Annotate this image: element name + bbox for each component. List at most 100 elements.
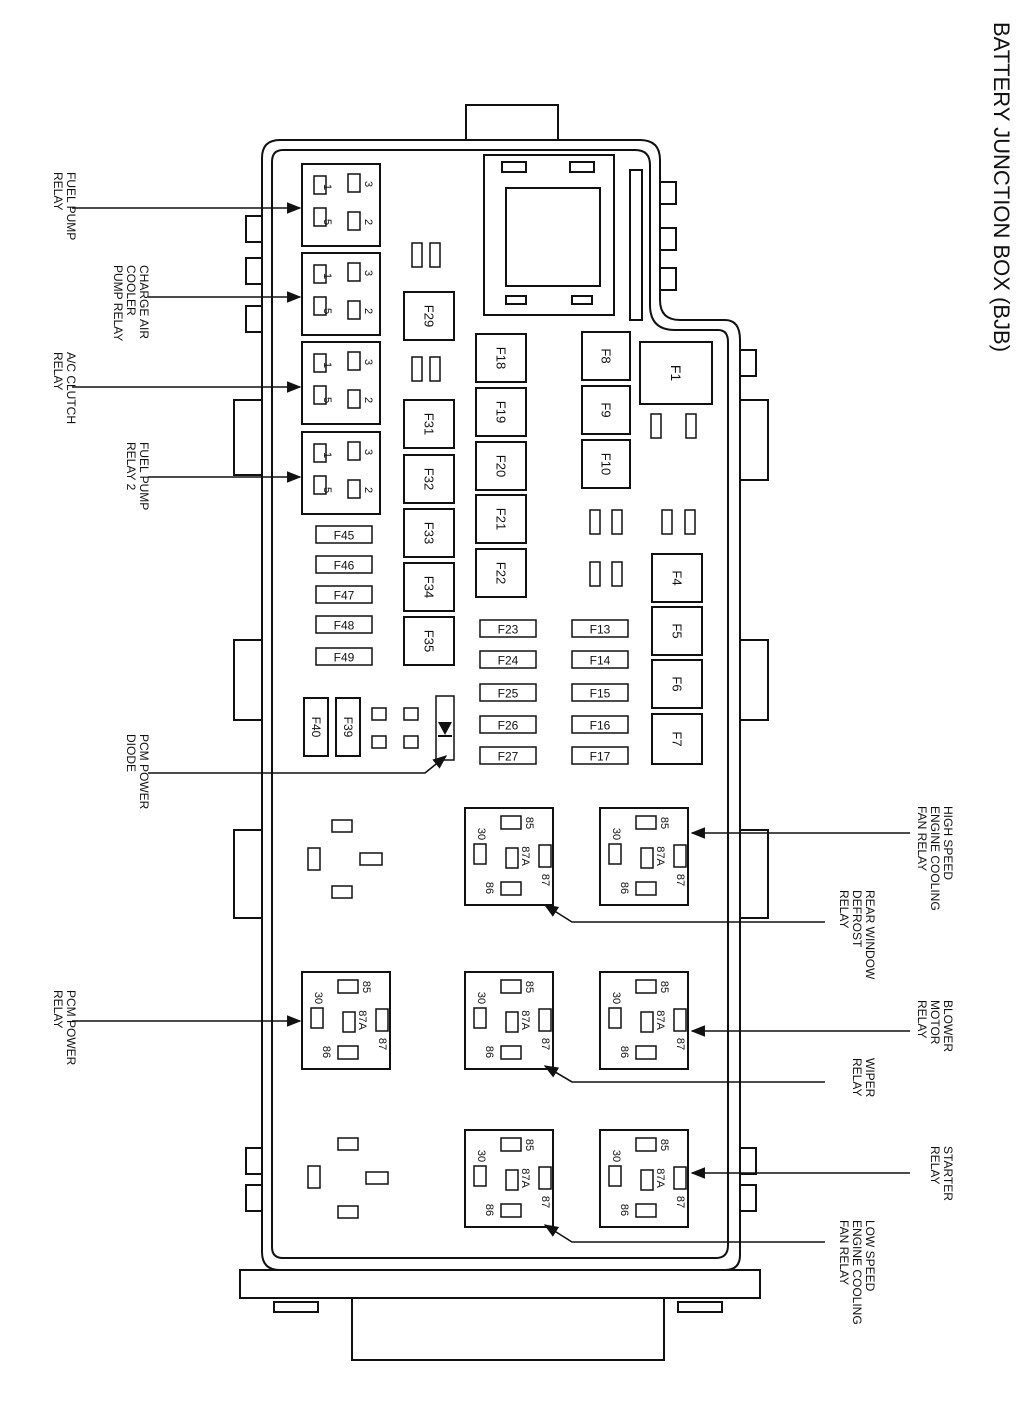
fuse-label: F24 [498, 654, 519, 668]
relay-pin-label: 86 [618, 1204, 630, 1216]
relay-pin-label: 85 [523, 981, 535, 993]
relay-pin-label: 87 [376, 1038, 388, 1050]
relay-pin-label: 85 [658, 1139, 670, 1151]
relay-pin-label: 85 [658, 817, 670, 829]
callout-rear-window-defrost-relay: REAR WINDOWDEFROSTRELAY [837, 890, 877, 980]
fuse-label: F20 [494, 455, 509, 477]
fuse-label: F6 [670, 676, 685, 691]
relay-pin-label: 87A [654, 1168, 666, 1188]
callout-low-speed-cooling-fan-relay: LOW SPEEDENGINE COOLINGFAN RELAY [837, 1220, 877, 1325]
fuse-label: F45 [334, 529, 355, 543]
fuse-f39: F39 [335, 697, 361, 757]
fuse-f7: F7 [651, 713, 703, 765]
spare-terminals [371, 242, 697, 749]
fuse-f46: F46 [315, 555, 373, 574]
fuse-label: F23 [498, 623, 519, 637]
fuse-f13: F13 [571, 619, 629, 638]
fuse-label: F5 [670, 623, 685, 638]
fuse-label: F17 [590, 750, 611, 764]
fuse-f48: F48 [315, 615, 373, 634]
callout-pcm-power-relay: PCM POWERRELAY [51, 990, 78, 1066]
fuse-label: F39 [341, 717, 355, 738]
callout-wiper-relay: WIPERRELAY [850, 1058, 877, 1098]
fuse-label: F25 [498, 687, 519, 701]
relay-pin-label: 87 [674, 1196, 686, 1208]
fuse-label: F10 [599, 453, 614, 475]
relay-pin-label: 30 [312, 992, 324, 1004]
relay-pin-label: 85 [523, 817, 535, 829]
fuse-label: F32 [422, 468, 437, 490]
fuse-label: F18 [494, 347, 509, 369]
fuse-f4: F4 [651, 553, 703, 603]
page-title: BATTERY JUNCTION BOX (BJB) [989, 22, 1014, 352]
relay-pin-label: 30 [475, 828, 487, 840]
callout-fuel-pump-relay-2: FUEL PUMPRELAY 2 [124, 442, 151, 510]
relay-pin-label: 5 [321, 308, 333, 314]
relay-pin-label: 30 [610, 992, 622, 1004]
fuse-label: F29 [422, 305, 437, 327]
relay-pin-label: 3 [362, 449, 374, 455]
fuse-f33: F33 [403, 508, 455, 558]
fuse-label: F49 [334, 651, 355, 665]
relay-pin-label: 85 [360, 981, 372, 993]
fuse-label: F14 [590, 654, 611, 668]
fuse-f8: F8 [581, 331, 631, 381]
fuse-f6: F6 [651, 659, 703, 709]
callout-pcm-power-diode: PCM POWERDIODE [124, 734, 151, 810]
relay-pin-label: 5 [321, 487, 333, 493]
fuse-f14: F14 [571, 650, 629, 669]
fuse-label: F13 [590, 623, 611, 637]
fuse-f25: F25 [479, 683, 537, 702]
relay-pin-label: 87A [356, 1010, 368, 1030]
relay-pin-label: 3 [362, 359, 374, 365]
relay-pin-label: 1 [321, 362, 333, 368]
relay-pin-label: 30 [610, 828, 622, 840]
fuse-label: F47 [334, 589, 355, 603]
empty-relay-socket-2 [307, 1137, 389, 1219]
fuse-f10: F10 [581, 439, 631, 489]
relay-pin-label: 3 [362, 270, 374, 276]
relay-pin-label: 86 [483, 1046, 495, 1058]
fuse-label: F40 [309, 717, 323, 738]
empty-relay-socket-1 [307, 819, 383, 899]
relay-pin-label: 85 [658, 981, 670, 993]
fuse-label: F21 [494, 508, 509, 530]
callout-high-speed-cooling-fan-relay: HIGH SPEEDENGINE COOLINGFAN RELAY [915, 806, 955, 911]
fuse-f49: F49 [315, 647, 373, 666]
callout-ac-clutch-relay: A/C CLUTCHRELAY [51, 352, 78, 424]
fuse-label: F9 [599, 402, 614, 417]
relay-pin-label: 86 [483, 882, 495, 894]
relay-pin-label: 86 [320, 1046, 332, 1058]
relay-pin-label: 87A [519, 1010, 531, 1030]
fuse-f16: F16 [571, 715, 629, 734]
fuse-f47: F47 [315, 585, 373, 604]
relay-pin-label: 1 [321, 452, 333, 458]
fuse-f32: F32 [403, 454, 455, 504]
relay-pin-label: 1 [321, 273, 333, 279]
relay-pin-label: 30 [610, 1150, 622, 1162]
micro-relay-4: 3 1 2 5 [301, 431, 381, 515]
relay-pin-label: 30 [475, 1150, 487, 1162]
fuse-f29: F29 [403, 291, 455, 341]
housing-outline [233, 104, 769, 1361]
relay-pin-label: 87 [539, 1196, 551, 1208]
fuse-label: F1 [668, 365, 684, 382]
fuse-label: F46 [334, 559, 355, 573]
fuse-label: F35 [422, 630, 437, 652]
callout-starter-relay: STARTERRELAY [928, 1146, 955, 1201]
relay-pin-label: 85 [523, 1139, 535, 1151]
iso-relay-7: 85 30 87A 87 86 [301, 971, 391, 1070]
fuse-f26: F26 [479, 715, 537, 734]
relay-pin-label: 2 [362, 487, 374, 493]
callout-charge-air-cooler-pump-relay: CHARGE AIRCOOLERPUMP RELAY [111, 265, 151, 341]
fuse-f17: F17 [571, 746, 629, 765]
fuse-label: F22 [494, 562, 509, 584]
pcm-power-diode [435, 695, 455, 761]
iso-relay-6: 85 30 87A 87 86 [599, 1129, 689, 1228]
relay-pin-label: 30 [475, 992, 487, 1004]
relay-pin-label: 2 [362, 219, 374, 225]
